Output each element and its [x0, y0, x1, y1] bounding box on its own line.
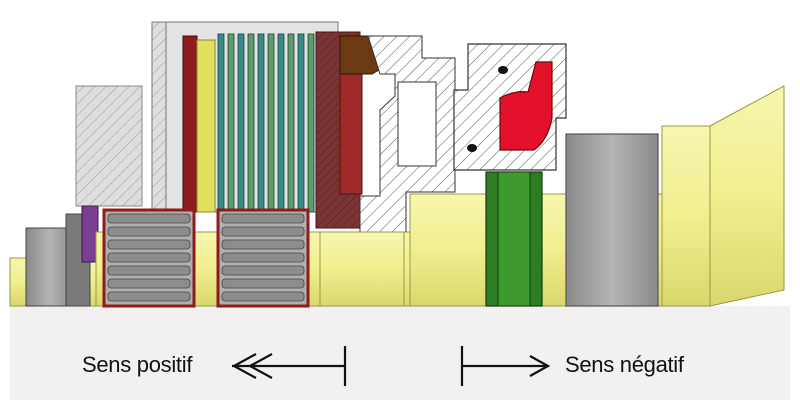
clutch-disc: [217, 33, 225, 213]
needle-roller: [221, 265, 305, 276]
label-sens-negatif: Sens négatif: [565, 352, 684, 377]
left-gear-block: [75, 85, 143, 207]
clutch-disc: [237, 33, 245, 213]
clutch-disc: [267, 33, 275, 213]
needle-roller: [107, 226, 191, 237]
needle-roller: [107, 213, 191, 224]
needle-roller: [221, 291, 305, 302]
clutch-disc: [227, 33, 235, 213]
clutch-disc: [297, 33, 305, 213]
label-sens-positif: Sens positif: [82, 352, 193, 377]
right-collar: [661, 125, 711, 307]
needle-roller: [221, 278, 305, 289]
clutch-disc: [277, 33, 285, 213]
needle-roller: [107, 252, 191, 263]
needle-roller: [107, 291, 191, 302]
gray-bearing: [565, 133, 659, 307]
needle-roller: [221, 213, 305, 224]
needle-roller: [107, 278, 191, 289]
arrow-positive: [231, 346, 347, 386]
needle-roller: [221, 252, 305, 263]
needle-roller: [221, 239, 305, 250]
clutch-disc: [307, 33, 315, 213]
arrow-negative: [460, 346, 551, 386]
dark-red-plate: [182, 35, 198, 213]
clutch-disc: [257, 33, 265, 213]
clutch-disc: [287, 33, 295, 213]
needle-roller: [221, 226, 305, 237]
base-band: [10, 306, 790, 400]
needle-roller: [107, 239, 191, 250]
needle-bearings: [102, 208, 310, 308]
red-seal: [499, 61, 553, 151]
output-flange: [709, 85, 785, 307]
clutch-disc: [247, 33, 255, 213]
needle-roller: [107, 265, 191, 276]
